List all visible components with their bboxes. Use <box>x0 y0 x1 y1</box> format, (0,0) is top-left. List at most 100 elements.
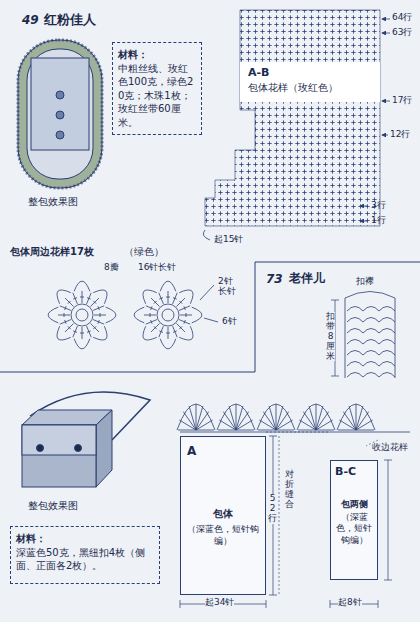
flap-chart <box>347 373 363 378</box>
motif-chart <box>73 326 78 337</box>
annotation-text: 63行 <box>392 27 412 37</box>
stitch-chart <box>200 8 385 230</box>
edging-chart <box>276 420 293 430</box>
bag-illustration <box>37 445 44 452</box>
motif-chart <box>176 323 184 331</box>
motif-chart <box>154 326 157 329</box>
motif-chart <box>80 297 84 298</box>
edging-chart <box>263 412 276 430</box>
dimension-line <box>378 600 379 608</box>
stitch-chart <box>200 8 385 230</box>
motif-chart <box>93 306 104 311</box>
flap-chart <box>379 329 395 334</box>
motif-chart <box>68 301 71 304</box>
motif-chart <box>134 307 144 323</box>
edging-chart <box>356 404 357 430</box>
motif-chart <box>93 326 96 329</box>
box-text: 包两侧 <box>335 498 373 510</box>
annotation-text: 起34针 <box>205 597 234 607</box>
motif-chart <box>65 306 67 310</box>
annotation-text: 3行 <box>371 200 386 210</box>
edging-chart <box>258 430 276 431</box>
motif-chart <box>65 298 73 306</box>
bag-illustration <box>56 91 64 99</box>
motif-chart <box>184 320 186 324</box>
flap-chart <box>379 340 395 345</box>
box-text: 包体花样（玫红色） <box>248 81 372 95</box>
dimension-line <box>331 376 339 377</box>
edging-chart <box>236 412 249 430</box>
edging-chart <box>276 404 277 430</box>
edging-chart <box>257 404 295 430</box>
edging-chart <box>316 420 333 430</box>
motif-chart <box>93 301 96 304</box>
guide-line <box>266 432 330 433</box>
annotation-text: 12行 <box>390 129 410 139</box>
motif-chart <box>73 293 78 304</box>
guide-line <box>266 432 378 595</box>
row-arrow <box>382 19 390 20</box>
motif-chart <box>173 326 178 337</box>
edging-chart <box>177 404 410 432</box>
row-arrow <box>360 221 368 222</box>
guide-line <box>279 436 280 595</box>
row-arrow <box>360 206 368 207</box>
edging-chart <box>276 412 289 430</box>
flap-chart <box>379 362 395 367</box>
pattern-band: A-B包体花样（玫红色） <box>240 62 380 102</box>
dimension-line <box>384 460 392 461</box>
bag-illustration <box>96 410 112 487</box>
motif-chart <box>179 320 190 325</box>
box-heading: 材料： <box>16 532 154 546</box>
motif-chart <box>64 313 65 317</box>
motif-chart <box>143 290 157 304</box>
annotation-text: 整包效果图 <box>28 196 78 208</box>
edging-chart <box>316 412 329 430</box>
edging-chart <box>218 430 236 431</box>
flap-chart <box>347 318 363 323</box>
box-heading: A-B <box>248 66 372 81</box>
motif-chart <box>87 293 92 304</box>
flap-chart <box>345 298 346 378</box>
edging-chart <box>297 404 335 430</box>
edging-chart <box>316 404 317 430</box>
annotation-text: 8瓣 <box>104 262 119 272</box>
part-box: B-C包两侧（深蓝色，短针钩编） <box>330 460 378 580</box>
dimension-line <box>180 436 392 608</box>
box-text: （深蓝色，短针钩编） <box>187 523 259 547</box>
edging-chart <box>196 420 213 430</box>
motif-chart <box>159 326 164 337</box>
annotation-text: 对折缝合 <box>285 470 294 510</box>
motif-chart <box>60 320 71 325</box>
dimension-line <box>331 300 339 301</box>
flap-chart <box>379 318 395 323</box>
dimension-line <box>384 580 392 581</box>
annotation-text: 2针长针 <box>218 276 240 297</box>
motif-chart <box>146 306 157 311</box>
motif-chart <box>179 326 182 329</box>
motif-chart <box>162 309 174 321</box>
row-arrow <box>382 33 390 34</box>
edging-chart <box>236 430 254 431</box>
edging-chart <box>356 430 374 431</box>
box-heading: 材料： <box>118 48 196 62</box>
motif-chart <box>192 307 202 323</box>
motif-chart <box>87 298 91 300</box>
annotation-text: 17行 <box>392 95 412 105</box>
motif-chart <box>179 306 190 311</box>
dimension-line <box>269 595 277 596</box>
annotation-text: 16针长针 <box>138 262 176 272</box>
motif-chart <box>204 318 218 322</box>
motif-chart <box>143 326 157 340</box>
row-arrow <box>382 135 388 136</box>
bag-illustration <box>22 425 96 455</box>
motif-chart <box>65 323 73 331</box>
edging-chart <box>236 404 237 430</box>
dimension-line <box>269 436 277 437</box>
motif-chart <box>65 320 67 324</box>
flap-chart <box>379 351 395 356</box>
motif-chart <box>87 326 92 337</box>
box-text: 中粗丝线、玫红色100克，绿色20克；木珠1枚；玫红丝带60厘米。 <box>118 62 196 130</box>
motif-chart <box>173 298 177 300</box>
section-divider <box>255 262 420 263</box>
